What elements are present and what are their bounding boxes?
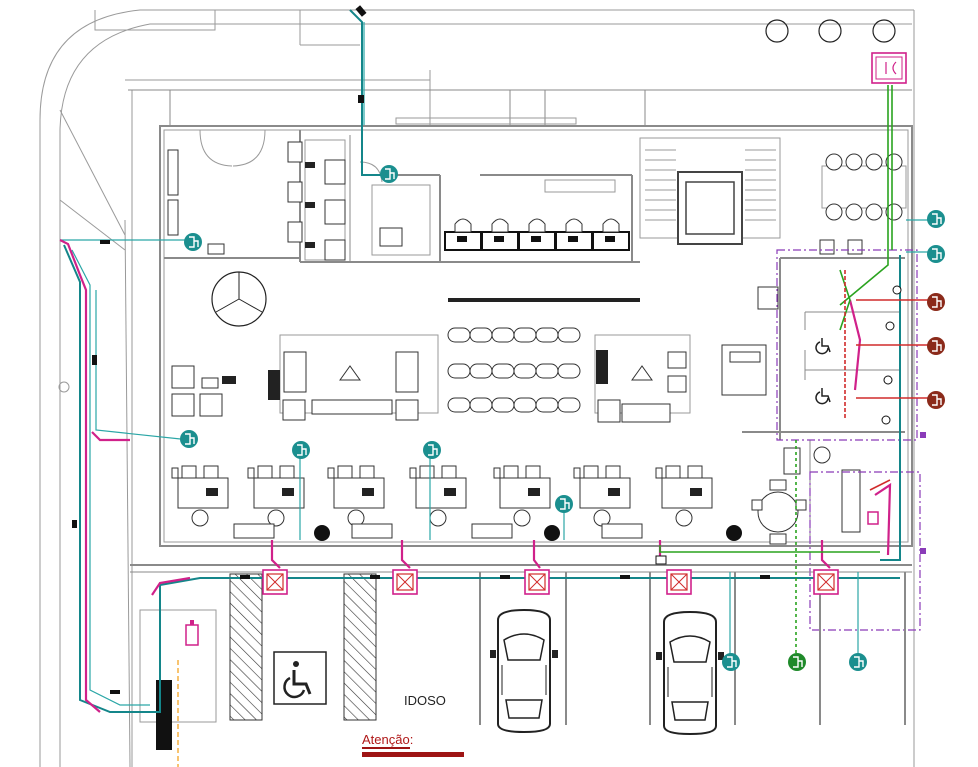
warning-underline-top [362,747,410,749]
site-outline [39,9,915,767]
fire-pipes [844,270,930,491]
building-walls [128,89,913,547]
parking-label: IDOSO [404,693,446,708]
hydrant-box [871,52,907,84]
gas-pipes [659,85,893,660]
warning-label: Atenção: [362,732,413,747]
fire-extinguisher-icon [185,620,199,646]
wheelchair-wc-icon [815,338,831,405]
office-desks-bottom [171,446,831,545]
warning-underline [362,752,464,757]
parking-area [130,564,912,767]
round-table [211,271,267,327]
meeting-table [821,153,907,221]
fixture-markers [72,5,926,694]
water-pipes [60,9,935,713]
lounge-area [171,298,691,423]
hot-pipes [59,239,892,713]
office-desks-left [287,139,346,261]
workstations-row [379,218,630,251]
wheelchair-icon [273,651,327,705]
round-tree-icon [765,19,896,43]
